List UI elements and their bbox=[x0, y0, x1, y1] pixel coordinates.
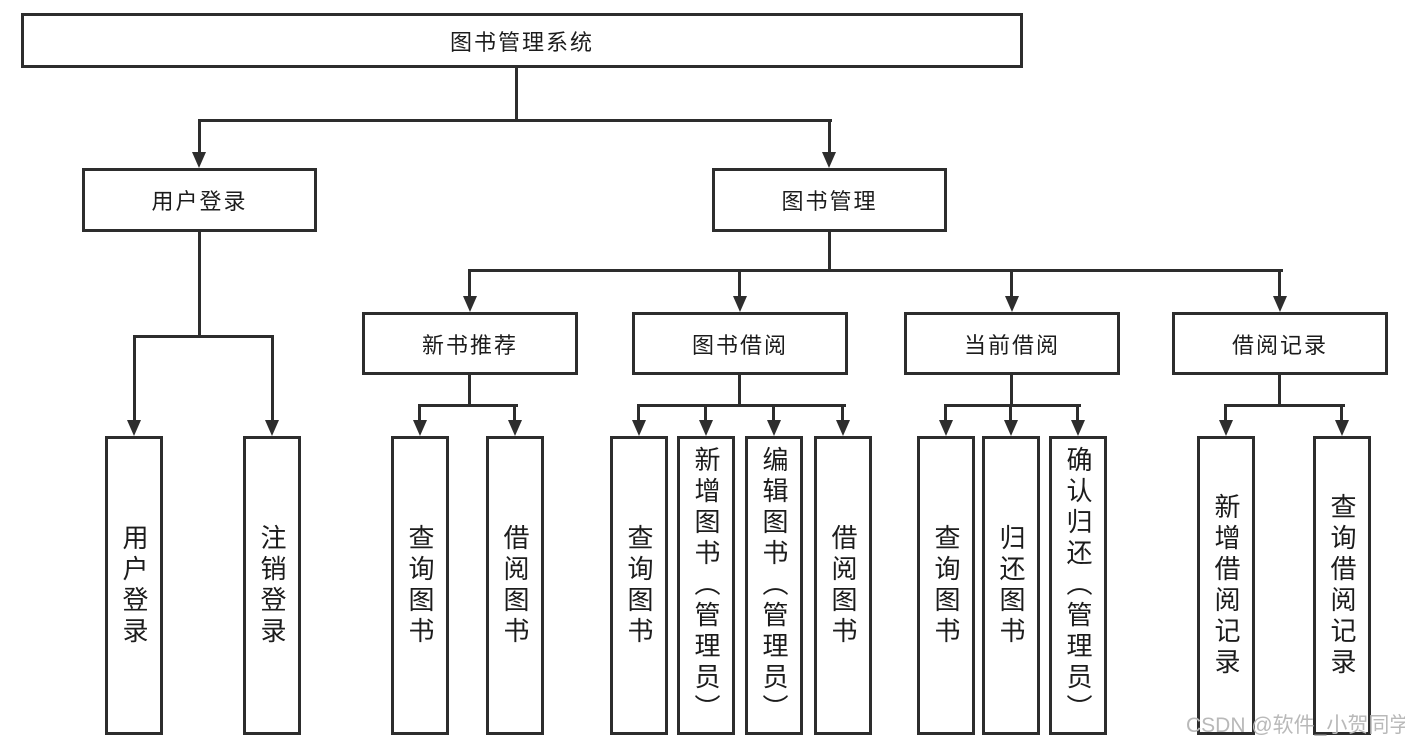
connector-line bbox=[468, 269, 471, 296]
connector-line bbox=[704, 404, 707, 420]
connector-line bbox=[198, 119, 832, 122]
connector-line bbox=[198, 119, 201, 152]
node-root: 图书管理系统 bbox=[21, 13, 1023, 68]
arrow-down-icon bbox=[1005, 296, 1019, 312]
arrow-down-icon bbox=[836, 420, 850, 436]
connector-line bbox=[1224, 404, 1227, 420]
connector-line bbox=[468, 269, 1283, 272]
node-current-borrow-label: 当前借阅 bbox=[963, 332, 1060, 358]
leaf-add-book-admin: 新增图书（管理员） bbox=[677, 436, 735, 735]
node-book-borrow: 图书借阅 bbox=[632, 312, 848, 375]
node-new-book-recommend: 新书推荐 bbox=[362, 312, 578, 375]
connector-line bbox=[944, 404, 947, 420]
arrow-down-icon bbox=[767, 420, 781, 436]
connector-line bbox=[1278, 269, 1281, 296]
arrow-down-icon bbox=[1219, 420, 1233, 436]
leaf-query-books-current-label: 查询图书 bbox=[931, 523, 961, 648]
connector-line bbox=[738, 269, 741, 296]
connector-line bbox=[1224, 404, 1345, 407]
leaf-borrow-books-recommend-label: 借阅图书 bbox=[500, 523, 530, 648]
connector-line bbox=[1010, 375, 1013, 404]
arrow-down-icon bbox=[822, 152, 836, 168]
arrow-down-icon bbox=[265, 420, 279, 436]
arrow-down-icon bbox=[699, 420, 713, 436]
connector-line bbox=[468, 375, 471, 404]
node-borrow-records-label: 借阅记录 bbox=[1231, 332, 1328, 358]
connector-line bbox=[418, 404, 421, 420]
arrow-down-icon bbox=[192, 152, 206, 168]
leaf-add-borrow-record: 新增借阅记录 bbox=[1197, 436, 1255, 735]
connector-line bbox=[828, 119, 831, 152]
node-user-login: 用户登录 bbox=[82, 168, 317, 232]
connector-line bbox=[1278, 375, 1281, 404]
leaf-query-borrow-record-label: 查询借阅记录 bbox=[1327, 492, 1357, 679]
arrow-down-icon bbox=[1004, 420, 1018, 436]
connector-line bbox=[1340, 404, 1343, 420]
node-book-borrow-label: 图书借阅 bbox=[691, 332, 788, 358]
arrow-down-icon bbox=[632, 420, 646, 436]
leaf-logout: 注销登录 bbox=[243, 436, 301, 735]
leaf-return-book: 归还图书 bbox=[982, 436, 1040, 735]
node-user-login-label: 用户登录 bbox=[151, 189, 248, 214]
connector-line bbox=[515, 68, 518, 119]
leaf-edit-book-admin: 编辑图书（管理员） bbox=[745, 436, 803, 735]
leaf-query-books-recommend: 查询图书 bbox=[391, 436, 449, 735]
arrow-down-icon bbox=[1273, 296, 1287, 312]
connector-line bbox=[828, 232, 831, 269]
connector-line bbox=[133, 335, 136, 420]
arrow-down-icon bbox=[1335, 420, 1349, 436]
leaf-confirm-return-admin-label: 确认归还（管理员） bbox=[1063, 446, 1093, 725]
connector-line bbox=[418, 404, 518, 407]
arrow-down-icon bbox=[1071, 420, 1085, 436]
leaf-query-books-current: 查询图书 bbox=[917, 436, 975, 735]
connector-line bbox=[271, 335, 274, 420]
connector-line bbox=[133, 335, 274, 338]
connector-line bbox=[198, 232, 201, 335]
leaf-add-borrow-record-label: 新增借阅记录 bbox=[1211, 492, 1241, 679]
connector-line bbox=[1009, 404, 1012, 420]
leaf-confirm-return-admin: 确认归还（管理员） bbox=[1049, 436, 1107, 735]
connector-line bbox=[772, 404, 775, 420]
leaf-add-book-admin-label: 新增图书（管理员） bbox=[691, 446, 721, 725]
leaf-return-book-label: 归还图书 bbox=[996, 523, 1026, 648]
leaf-logout-label: 注销登录 bbox=[257, 523, 287, 648]
connector-line bbox=[637, 404, 846, 407]
leaf-borrow-books-label: 借阅图书 bbox=[828, 523, 858, 648]
node-new-book-recommend-label: 新书推荐 bbox=[421, 332, 518, 358]
connector-line bbox=[513, 404, 516, 420]
connector-line bbox=[738, 375, 741, 404]
connector-line bbox=[841, 404, 844, 420]
arrow-down-icon bbox=[127, 420, 141, 436]
leaf-borrow-books-recommend: 借阅图书 bbox=[486, 436, 544, 735]
arrow-down-icon bbox=[413, 420, 427, 436]
node-current-borrow: 当前借阅 bbox=[904, 312, 1120, 375]
leaf-query-borrow-record: 查询借阅记录 bbox=[1313, 436, 1371, 735]
arrow-down-icon bbox=[733, 296, 747, 312]
leaf-query-books-borrow-label: 查询图书 bbox=[624, 523, 654, 648]
leaf-edit-book-admin-label: 编辑图书（管理员） bbox=[759, 446, 789, 725]
connector-line bbox=[1076, 404, 1079, 420]
arrow-down-icon bbox=[508, 420, 522, 436]
arrow-down-icon bbox=[939, 420, 953, 436]
leaf-query-books-recommend-label: 查询图书 bbox=[405, 523, 435, 648]
leaf-user-login-label: 用户登录 bbox=[119, 523, 149, 648]
connector-line bbox=[1010, 269, 1013, 296]
leaf-borrow-books: 借阅图书 bbox=[814, 436, 872, 735]
node-root-label: 图书管理系统 bbox=[449, 29, 594, 55]
node-book-management-label: 图书管理 bbox=[781, 189, 878, 214]
connector-line bbox=[637, 404, 640, 420]
leaf-query-books-borrow: 查询图书 bbox=[610, 436, 668, 735]
arrow-down-icon bbox=[463, 296, 477, 312]
node-book-management: 图书管理 bbox=[712, 168, 947, 232]
csdn-watermark: CSDN @软件_小贺同学 bbox=[1186, 714, 1405, 737]
node-borrow-records: 借阅记录 bbox=[1172, 312, 1388, 375]
leaf-user-login: 用户登录 bbox=[105, 436, 163, 735]
connector-line bbox=[944, 404, 1081, 407]
